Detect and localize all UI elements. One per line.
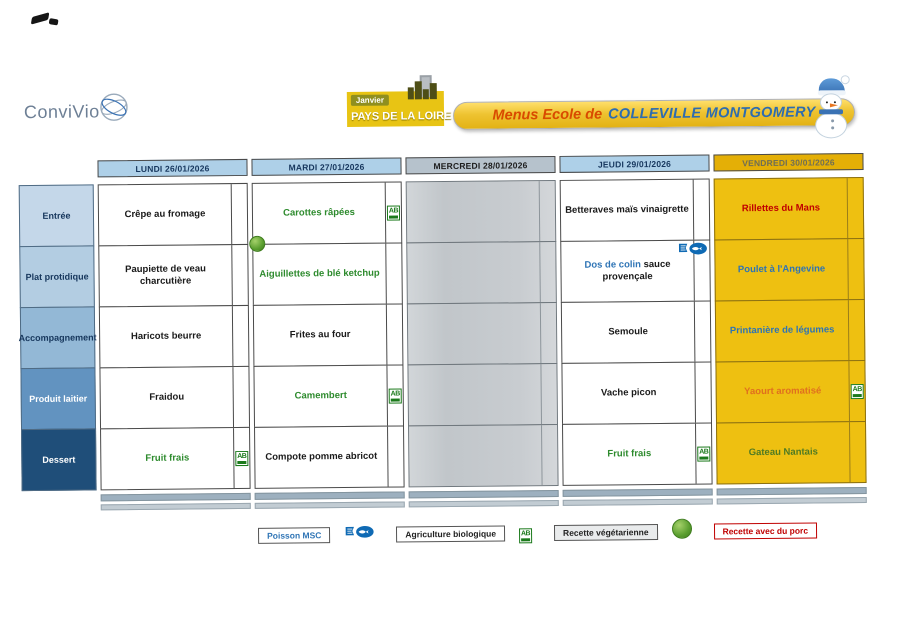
ab-agriculture-biologique-icon: AB	[518, 528, 533, 544]
legend-item-recette-porc: Recette avec du porc	[713, 521, 818, 539]
building-silhouette-icon	[407, 75, 437, 100]
vegetarian-recipe-icon	[671, 518, 692, 539]
day-header: MERCREDI 28/01/2026	[405, 155, 556, 175]
ab-agriculture-biologique-icon: AB	[850, 383, 864, 399]
legend: Poisson MSC Agriculture biologique AB Re…	[257, 517, 818, 547]
title-prefix: Menus Ecole de	[492, 106, 603, 124]
row-label: Accompagnement	[19, 306, 97, 370]
row-label: Dessert	[21, 428, 97, 492]
ab-agriculture-biologique-icon: AB	[697, 446, 711, 462]
footer-band	[716, 497, 867, 505]
menu-cell: Betteraves maïs vinaigrette	[559, 178, 711, 242]
scan-artifact	[30, 12, 50, 25]
menu-cell: Semoule	[560, 300, 712, 364]
menu-cell: Rillettes du Mans	[713, 177, 865, 241]
menu-cell: Dos de colin sauce provençale	[560, 239, 711, 303]
menu-cell: Vache picon	[561, 361, 713, 425]
title-school: COLLEVILLE MONTGOMERY	[608, 104, 816, 123]
footer-band	[254, 491, 405, 500]
menu-cell: Frites au four	[252, 303, 404, 367]
menu-cell: Printanière de légumes	[714, 299, 866, 363]
menu-cell: Haricots beurre	[98, 304, 250, 369]
vegetarian-recipe-icon	[249, 235, 266, 252]
snowman-scarf	[818, 109, 844, 115]
menu-cell: Compote pomme abricot	[254, 425, 405, 489]
menu-cell: Fraidou	[99, 365, 251, 430]
menu-cell: Aiguillettes de blé ketchup	[249, 235, 403, 306]
badge-region: PAYS DE LA LOIRE	[350, 109, 452, 123]
snowman-body	[815, 112, 848, 139]
convivio-logo: ConviVio	[23, 93, 132, 126]
ab-bio-icon: AB	[518, 522, 533, 544]
menu-cell: Gateau Nantais	[715, 421, 867, 485]
menu-cell	[408, 423, 559, 488]
menu-cell: Paupiette de veau charcutière	[98, 243, 249, 308]
row-label: Produit laitier	[20, 367, 97, 431]
footer-band	[716, 487, 867, 496]
menu-cell: Crêpe au fromage	[97, 182, 249, 247]
scan-artifact	[48, 18, 59, 26]
ab-agriculture-biologique-icon: AB	[386, 204, 401, 221]
footer-band	[100, 492, 251, 502]
row-label: Entrée	[18, 184, 95, 248]
region-badge: Janvier PAYS DE LA LOIRE	[346, 75, 452, 127]
globe-icon	[99, 93, 128, 121]
menu-cell	[406, 301, 558, 366]
legend-item-recette-vegetarienne: Recette végétarienne	[553, 518, 692, 545]
legend-label-agriculture-biologique: Agriculture biologique	[396, 524, 506, 543]
legend-label-recette-vegetarienne: Recette végétarienne	[553, 523, 658, 541]
legend-item-poisson-msc: Poisson MSC	[257, 525, 374, 545]
menu-table-footer	[100, 487, 867, 511]
badge-month: Janvier	[350, 94, 389, 106]
footer-band	[254, 501, 405, 509]
day-header: LUNDI 26/01/2026	[97, 158, 248, 178]
footer-band	[408, 499, 559, 508]
footer-band	[408, 489, 559, 499]
msc-fish-icon	[344, 525, 374, 539]
ab-agriculture-biologique-icon: AB	[388, 387, 402, 404]
day-header: MARDI 27/01/2026	[251, 157, 402, 176]
msc-fish-icon	[344, 525, 374, 544]
menu-cell: Poulet à l'Angevine	[714, 238, 865, 302]
row-label: Plat protidique	[19, 245, 95, 309]
footer-band	[562, 498, 713, 506]
snowman-carrot-nose	[829, 103, 838, 108]
footer-band	[100, 502, 251, 511]
legend-label-recette-porc: Recette avec du porc	[713, 521, 818, 539]
day-header: VENDREDI 30/01/2026	[713, 153, 864, 172]
vegetarian-icon	[671, 518, 692, 544]
day-header: JEUDI 29/01/2026	[559, 154, 710, 173]
menu-cell	[405, 179, 557, 244]
menu-cell	[407, 362, 559, 427]
ab-agriculture-biologique-icon: AB	[235, 450, 249, 466]
footer-band	[562, 488, 713, 497]
menu-cell	[406, 240, 557, 305]
title-banner: Menus Ecole de COLLEVILLE MONTGOMERY	[452, 98, 856, 130]
brand-name: ConviVio	[23, 101, 100, 123]
legend-label-poisson-msc: Poisson MSC	[257, 526, 331, 544]
legend-item-agriculture-biologique: Agriculture biologique AB	[396, 522, 533, 544]
snowman-illustration	[804, 75, 861, 141]
msc-fish-icon	[677, 242, 707, 256]
